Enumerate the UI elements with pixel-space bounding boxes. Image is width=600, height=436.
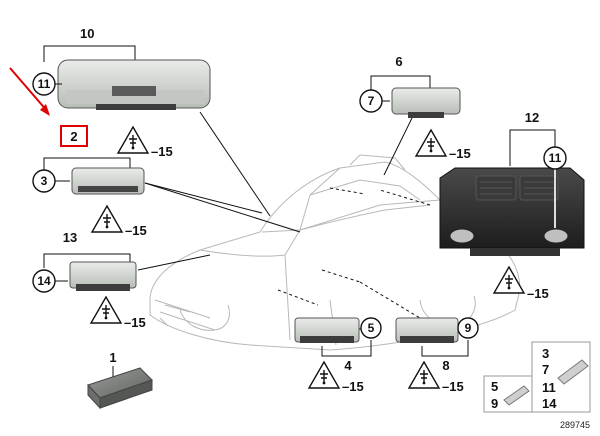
bulb-ref-9: 9 xyxy=(491,396,498,411)
ref-15-label: –15 xyxy=(125,223,147,238)
warning-icon xyxy=(90,296,122,324)
part-12-group: 12 11 –15 xyxy=(439,110,585,301)
ref-15-label: –15 xyxy=(124,315,146,330)
bulb-ref-14: 14 xyxy=(542,396,557,411)
part-2-label: 2 xyxy=(70,129,77,144)
bulb-legend: 3 7 11 14 5 9 xyxy=(483,341,591,413)
ref-15-label: –15 xyxy=(151,144,173,159)
bulb-ref-11: 11 xyxy=(542,380,556,395)
part-6-label: 6 xyxy=(395,54,402,69)
part-1-group: 1 xyxy=(87,350,153,410)
warning-icon xyxy=(308,361,340,389)
part-6-group: 6 7 –15 xyxy=(359,54,471,161)
bulb-ref-7: 7 xyxy=(542,362,549,377)
part-12-label: 12 xyxy=(525,110,539,125)
part-3-group: 3 –15 xyxy=(32,157,147,238)
doc-number: 289745 xyxy=(560,420,590,430)
warning-icon xyxy=(117,126,149,154)
ref-15-label: –15 xyxy=(442,379,464,394)
part-10-label: 10 xyxy=(80,26,94,41)
part-11-label: 11 xyxy=(549,151,562,165)
part-2-highlight: 2 xyxy=(9,67,88,147)
warning-icon xyxy=(408,361,440,389)
bulb-ref-5: 5 xyxy=(491,379,498,394)
warning-icon xyxy=(91,205,123,233)
ref-15-label: –15 xyxy=(527,286,549,301)
part-9-label: 9 xyxy=(465,321,472,335)
arrow-icon xyxy=(40,104,50,116)
part-8-label: 8 xyxy=(442,358,449,373)
part-2-box xyxy=(60,125,88,147)
part-4-label: 4 xyxy=(344,358,352,373)
part-7-label: 7 xyxy=(368,94,375,108)
warning-icon xyxy=(415,129,447,157)
ref-15-label: –15 xyxy=(449,146,471,161)
part-13-label: 13 xyxy=(63,230,77,245)
part-4-group: 5 4 –15 xyxy=(294,317,382,394)
part-3-label: 3 xyxy=(41,174,48,188)
part-14-label: 14 xyxy=(37,274,51,288)
part-5-label: 5 xyxy=(368,321,375,335)
leader-lines xyxy=(137,111,431,319)
bulb-icon xyxy=(557,359,589,385)
part-1-label: 1 xyxy=(109,350,116,365)
part-13-group: 13 14 –15 xyxy=(32,230,146,330)
bulb-icon xyxy=(503,385,530,406)
bulb-ref-3: 3 xyxy=(542,346,549,361)
part-11-label: 11 xyxy=(38,77,51,91)
part-8-group: 9 8 –15 xyxy=(395,317,479,394)
car-outline xyxy=(149,154,521,351)
part-10-group: 10 11 –15 xyxy=(32,26,211,159)
ref-15-label: –15 xyxy=(342,379,364,394)
